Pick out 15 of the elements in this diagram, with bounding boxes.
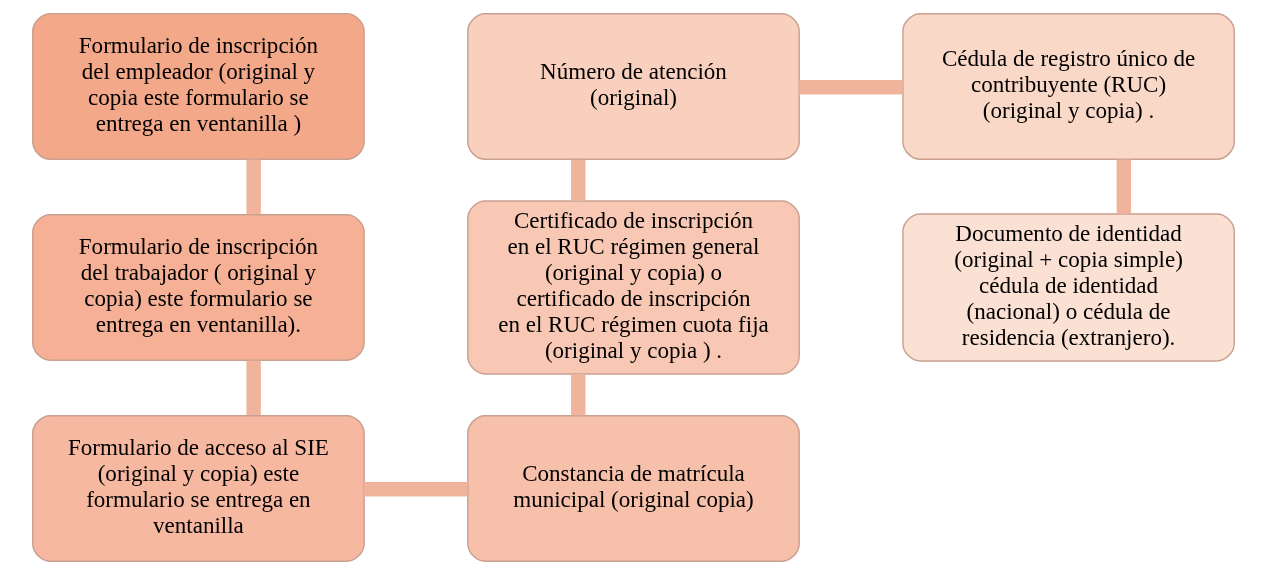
node-box: Documento de identidad (original + copia simple) cédula de identidad (nacional) o cédula de residencia (extranjero). bbox=[902, 213, 1235, 362]
connector bbox=[571, 374, 586, 416]
connector bbox=[246, 159, 261, 215]
connector bbox=[246, 360, 261, 416]
node-box: Formulario de acceso al SIE (original y copia) este formulario se entrega en ventanilla bbox=[32, 415, 365, 562]
node-box: Cédula de registro único de contribuyente (RUC) (original y copia) . bbox=[902, 13, 1235, 160]
node-box: Certificado de inscripción en el RUC régimen general (original y copia) o certificado de inscripción en el RUC régimen cuota fija (original y copia ) . bbox=[467, 200, 800, 375]
node-box: Constancia de matrícula municipal (original copia) bbox=[467, 415, 800, 562]
connector bbox=[364, 482, 468, 497]
node-box: Formulario de inscripción del empleador (original y copia este formulario se entrega en ventanilla ) bbox=[32, 13, 365, 160]
node-box: Número de atención (original) bbox=[467, 13, 800, 160]
node-box: Formulario de inscripción del trabajador ( original y copia) este formulario se entrega en ventanilla). bbox=[32, 214, 365, 361]
connector bbox=[1116, 159, 1131, 214]
connector bbox=[571, 159, 586, 201]
connector bbox=[799, 80, 903, 95]
